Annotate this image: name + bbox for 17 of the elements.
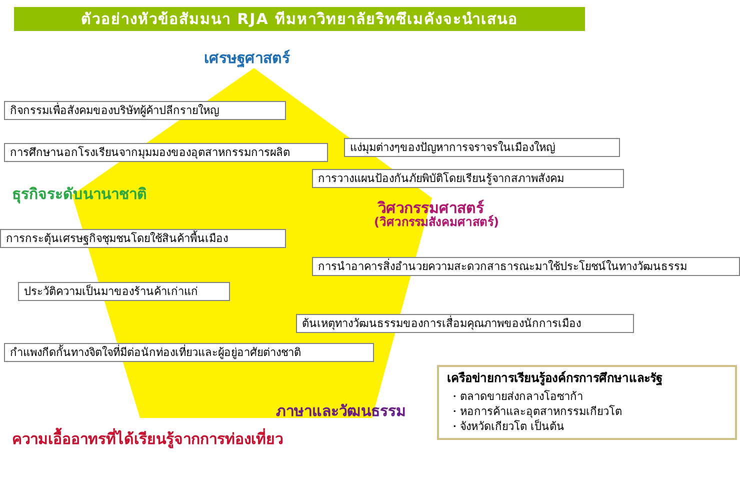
list-item: ・ตลาดขายส่งกลางโอซาก้า [449, 389, 584, 404]
category-label: ความเอื้ออาทรที่ได้เรียนรู้จากการท่องเที่ยว [12, 427, 283, 451]
topic-box: การกระตุ้นเศรษฐกิจชุมชนโดยใช้สินค้าพื้นเมือง [0, 229, 286, 248]
title-banner: ตัวอย่างหัวข้อสัมมนา RJA ทีมหาวิทยาลัยริทซึเมคังจะนำเสนอ [14, 7, 585, 31]
topic-box: ประวัติความเป็นมาของร้านค้าเก่าแก่ [18, 282, 230, 301]
list-item: ・หอการค้าและอุตสาหกรรมเกียวโต [449, 404, 623, 419]
topic-box: การศึกษานอกโรงเรียนจากมุมมองของอุตสาหกรรมการผลิต [4, 143, 328, 162]
topic-box: กิจกรรมเพื่อสังคมของบริษัทผู้ค้าปลีกรายใหญ [4, 101, 286, 120]
list-item: ・จังหวัดเกียวโต เป็นต้น [449, 419, 566, 434]
topic-box: ต้นเหตุทางวัฒนธรรมของการเสื่อมคุณภาพของนักการเมือง [296, 314, 634, 333]
category-label: เศรษฐศาสตร์ [204, 48, 290, 70]
topic-box: การนำอาคารสิ่งอำนวยความสะดวกสาธารณะมาใช้ประโยชน์ในทางวัฒนธรรม [312, 257, 740, 276]
topic-box: การวางแผนป้องกันภัยพิบัติโดยเรียนรู้จากสภาพสังคม [312, 169, 624, 188]
topic-box: แง่มุมต่างๆของปัญหาการจราจรในเมืองใหญ่ [344, 138, 620, 157]
network-box [437, 365, 737, 440]
topic-box: กำแพงกีดกั้นทางจิตใจที่มีต่อนักท่องเที่ยวและผู้อยู่อาศัยต่างชาติ [4, 343, 374, 362]
network-heading: เครือข่ายการเรียนรู้องค์กรการศึกษาและรัฐ [447, 371, 664, 386]
